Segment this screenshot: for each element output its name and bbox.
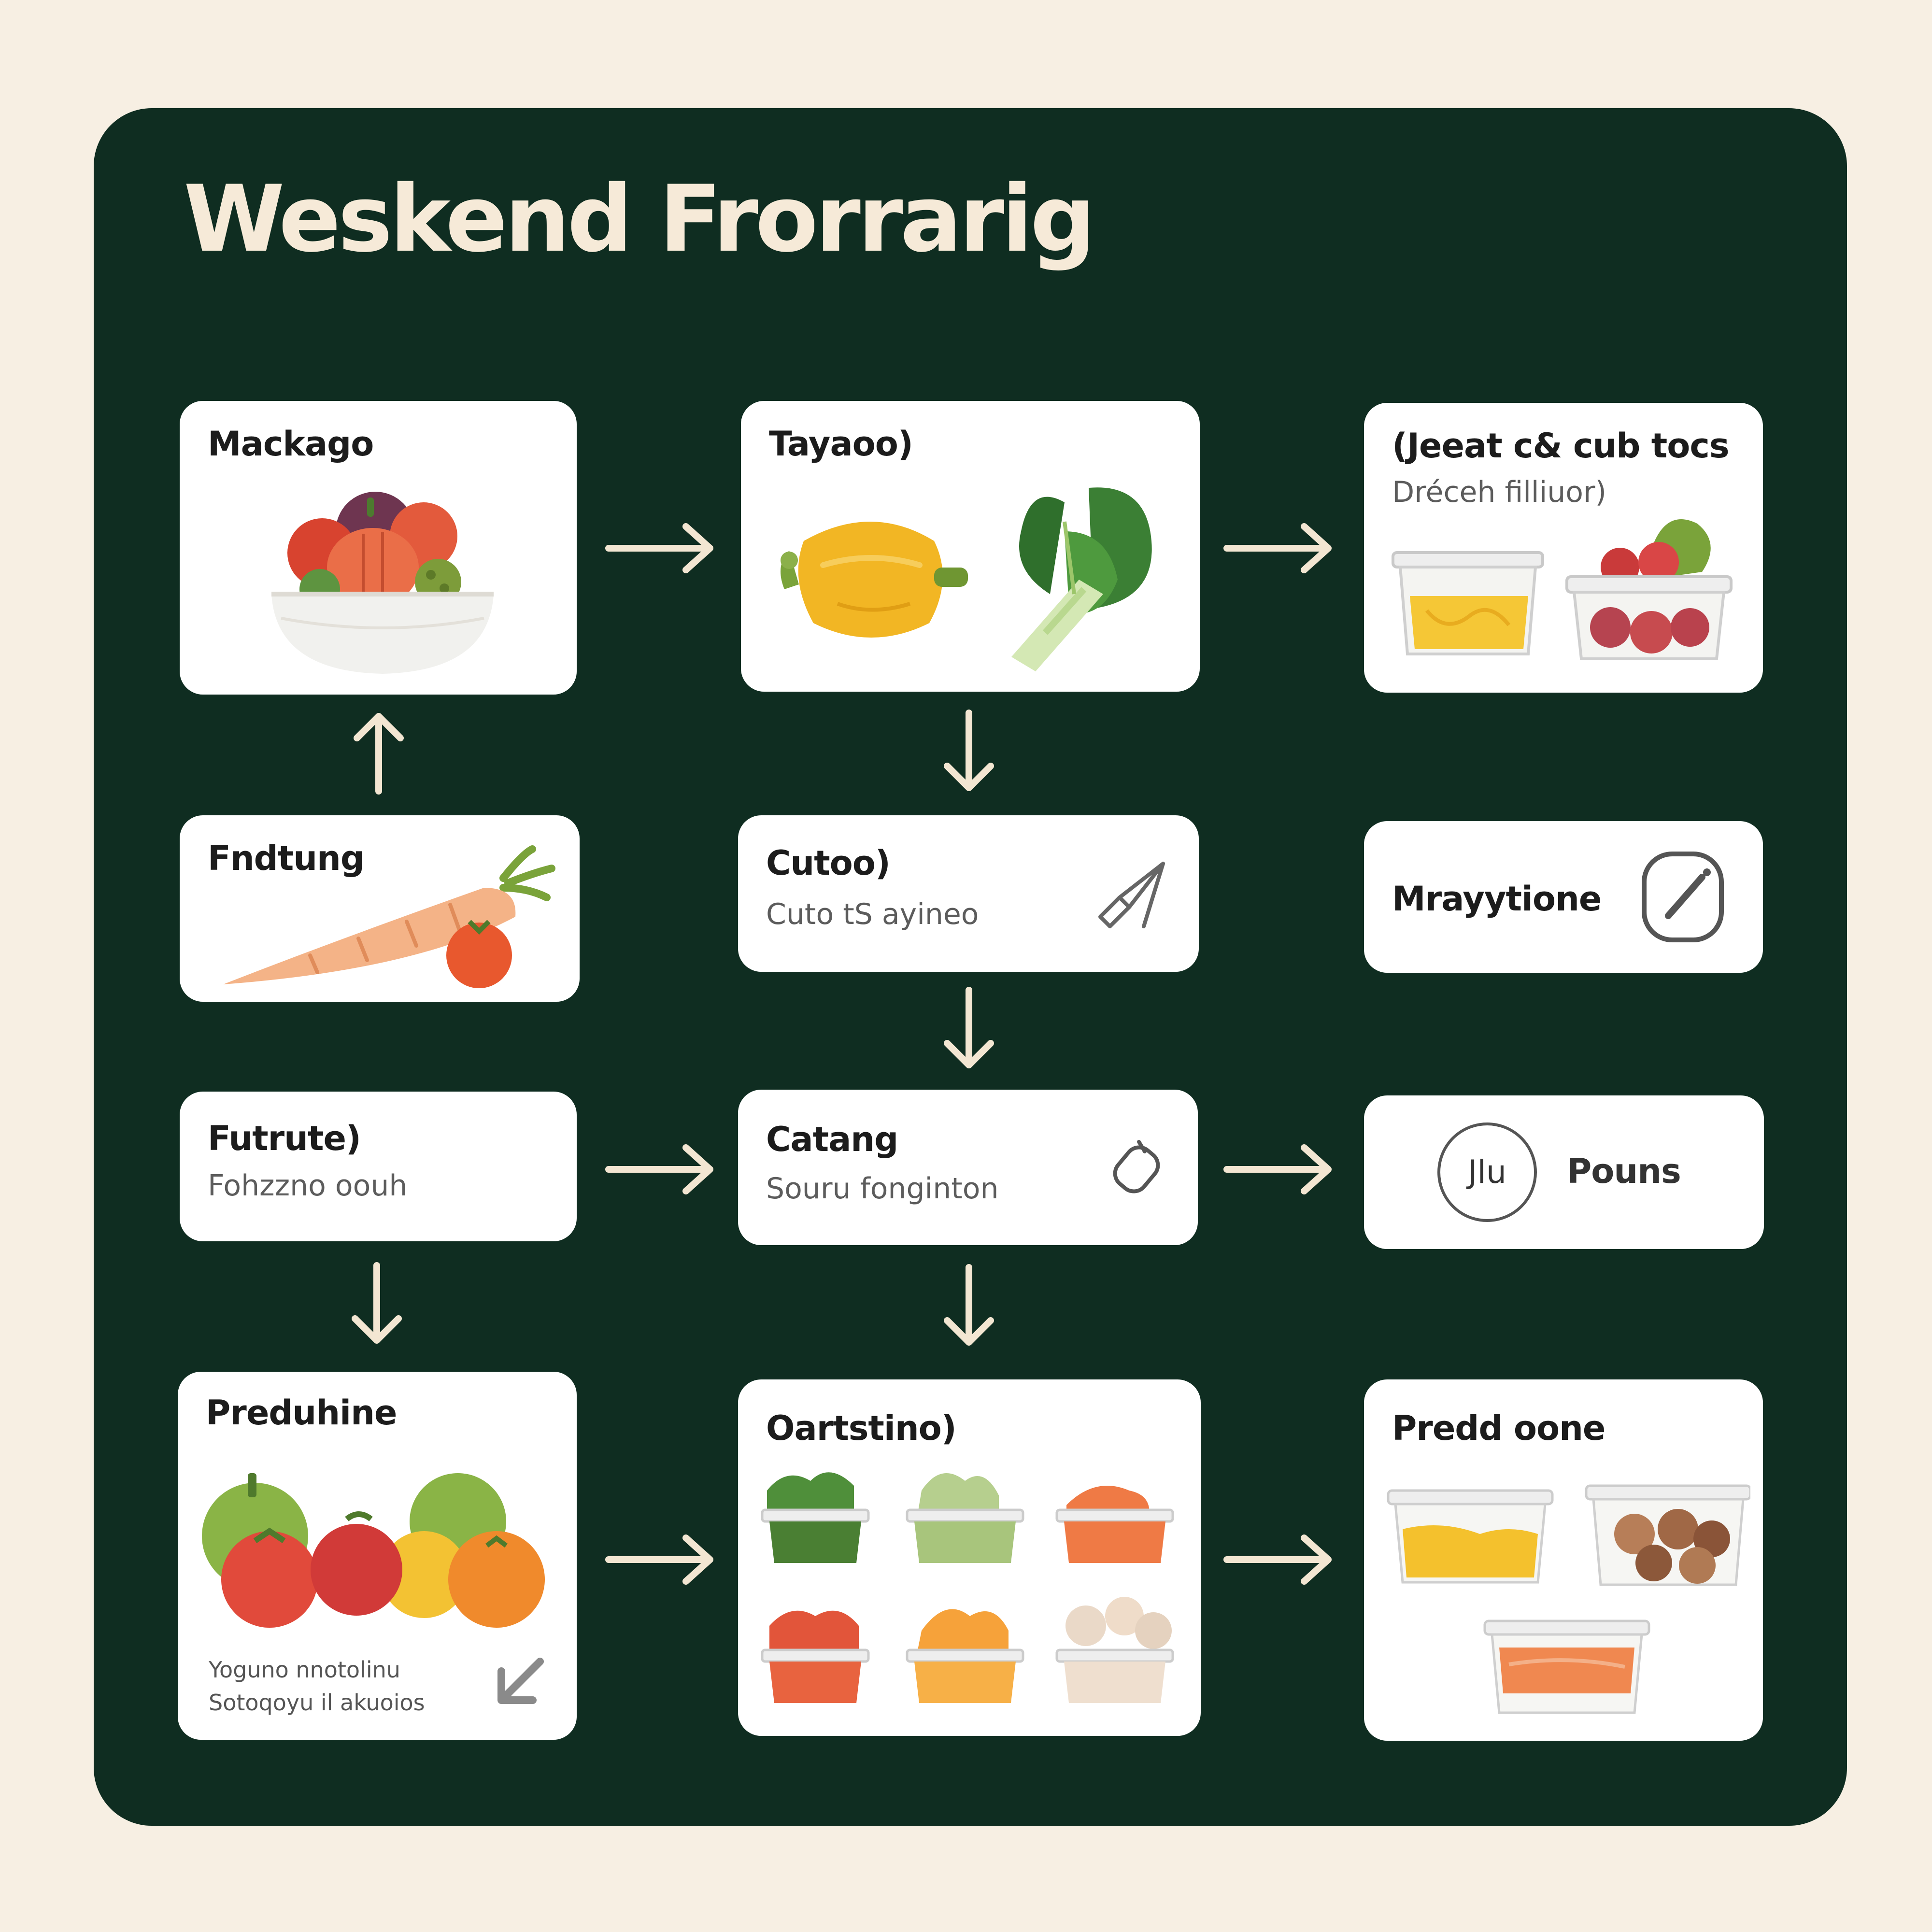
step-jeeat-title: (Jeeat c& cub tocs: [1392, 426, 1729, 466]
produce-pile-icon: [202, 1473, 545, 1628]
pouns-badge-ring: [1437, 1122, 1537, 1222]
step-jeeat-subtitle: Dréceh filliuor): [1392, 475, 1607, 509]
arrow-mackago-to-tayaoo: [605, 523, 713, 573]
step-preduhine-note-2: Sotoqoyu il akuoios: [209, 1690, 425, 1716]
arrow-down-left-icon: [497, 1658, 544, 1704]
portioned-containers-icon: [761, 1472, 1174, 1703]
bok-choy-icon: [1011, 487, 1152, 671]
step-preduhine-note-1: Yoguno nnotolinu: [209, 1657, 400, 1683]
arrow-tayaoo-to-jeeat: [1223, 523, 1332, 573]
arrow-catang-to-oartstino: [944, 1264, 994, 1346]
step-predd-title: Predd oone: [1392, 1408, 1605, 1448]
step-pouns-title: Pouns: [1567, 1151, 1681, 1191]
arrow-tayaoo-to-cutoo: [944, 710, 994, 791]
step-preduhine: Preduhine Yoguno nnotolinu Sotoqoyu il a…: [178, 1372, 577, 1740]
step-jeeat: (Jeeat c& cub tocs Dréceh filliuor): [1364, 403, 1763, 693]
step-predd: Predd oone: [1364, 1379, 1763, 1741]
step-fndtung: Fndtung: [180, 815, 580, 1002]
tomato-icon: [446, 920, 512, 988]
step-mackago-title: Mackago: [208, 424, 374, 464]
arrow-catang-to-pouns: [1223, 1144, 1332, 1194]
step-futrute: Futrute) Fohzzno oouh: [180, 1092, 577, 1241]
step-catang: Catang Souru fonginton: [738, 1090, 1198, 1245]
step-oartstino-title: Oartstino): [766, 1408, 957, 1448]
step-tayaoo: Tayaoo): [741, 401, 1200, 692]
step-cutoo: Cutoo) Cuto tS ayineo: [738, 815, 1199, 972]
vegetable-bowl-icon: [271, 492, 494, 674]
step-cutoo-title: Cutoo): [766, 843, 891, 883]
knife-icon: [1098, 862, 1165, 928]
arrow-fndtung-to-mackago: [354, 713, 404, 795]
meal-prep-containers-icon: [1387, 1484, 1750, 1714]
step-mrayy-title: Mrayytione: [1392, 879, 1602, 919]
arrow-futrute-to-catang: [605, 1144, 713, 1194]
arrow-cutoo-to-catang: [944, 987, 994, 1068]
step-tayaoo-title: Tayaoo): [769, 424, 913, 464]
chopping-board-icon: [1642, 852, 1724, 942]
step-oartstino: Oartstino): [738, 1379, 1201, 1736]
carrot-icon: [223, 845, 555, 984]
arrow-futrute-to-preduhine: [352, 1262, 402, 1344]
tag-icon: [1113, 1140, 1160, 1193]
step-catang-subtitle: Souru fonginton: [766, 1172, 999, 1206]
step-cutoo-subtitle: Cuto tS ayineo: [766, 897, 979, 931]
step-mackago: Mackago: [180, 401, 577, 695]
arrow-oartstino-to-predd: [1223, 1534, 1332, 1585]
pouns-badge-label: Jlu: [1468, 1153, 1506, 1191]
step-preduhine-title: Preduhine: [206, 1393, 397, 1433]
step-futrute-title: Futrute): [208, 1119, 361, 1158]
step-mrayy: Mrayytione: [1364, 821, 1763, 973]
step-catang-title: Catang: [766, 1120, 898, 1159]
container-pasta-icon: [1392, 551, 1544, 655]
bell-pepper-icon: [781, 522, 968, 638]
diagram-title: Weskend Frorrarig: [184, 166, 1096, 272]
step-fndtung-title: Fndtung: [208, 838, 365, 878]
arrow-preduhine-to-oartstino: [605, 1534, 713, 1585]
step-pouns: Jlu Pouns: [1364, 1095, 1764, 1249]
container-tomato-icon: [1565, 519, 1733, 660]
step-futrute-subtitle: Fohzzno oouh: [208, 1169, 408, 1203]
